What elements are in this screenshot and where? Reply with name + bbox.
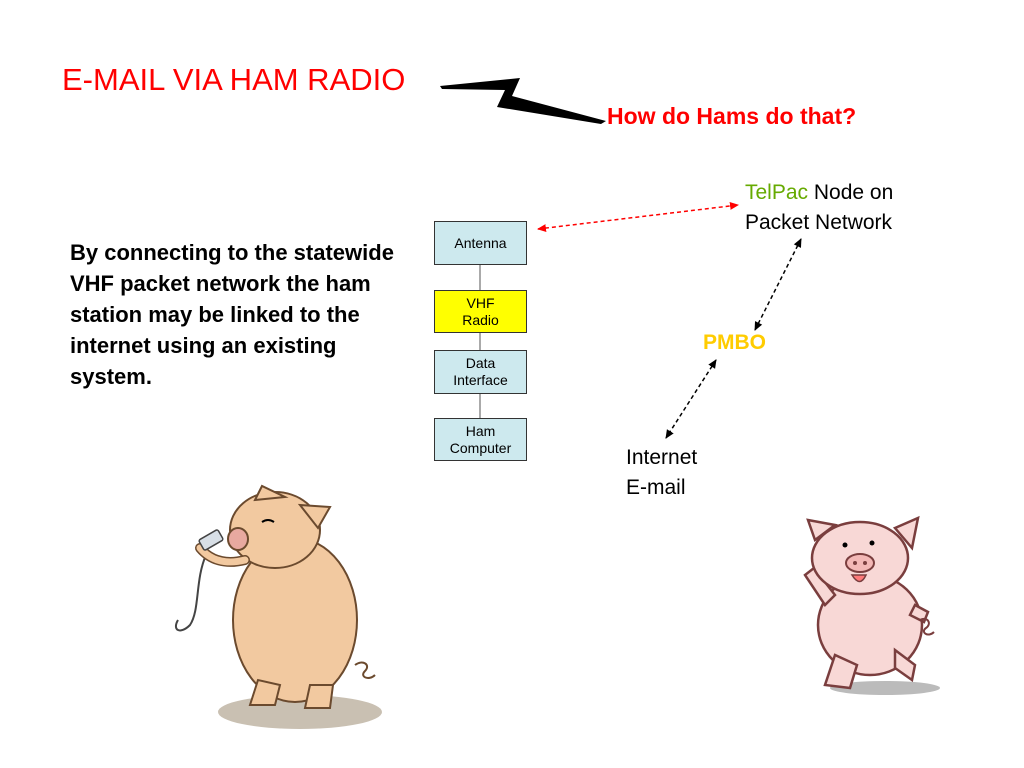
ham-computer-box: Ham Computer xyxy=(434,418,527,461)
slide-title: E-MAIL VIA HAM RADIO xyxy=(62,62,406,97)
data-interface-box: Data Interface xyxy=(434,350,527,394)
antenna-box: Antenna xyxy=(434,221,527,265)
vhf-radio-label-line1: VHF xyxy=(466,294,495,311)
ham-computer-label-line2: Computer xyxy=(449,439,512,456)
ham-computer-label-line1: Ham xyxy=(465,422,496,439)
pmbo-label: PMBO xyxy=(703,331,766,354)
vhf-radio-label-line2: Radio xyxy=(462,311,499,328)
telpac-rest: Node on xyxy=(813,181,894,204)
antenna-telpac-link xyxy=(537,201,739,233)
vhf-radio-box: VHF Radio xyxy=(434,290,527,333)
slide-subtitle: How do Hams do that? xyxy=(607,103,857,129)
antenna-label: Antenna xyxy=(454,234,507,251)
telpac-node-label: TelPac Node on Packet Network xyxy=(745,178,893,238)
telpac-name: TelPac xyxy=(745,181,809,204)
data-interface-label-line2: Interface xyxy=(453,372,508,388)
lightning-bolt xyxy=(440,78,606,124)
body-paragraph: By connecting to the statewide VHF packe… xyxy=(70,240,394,389)
internet-line1: Internet xyxy=(626,446,698,469)
internet-email-label: Internet E-mail xyxy=(626,443,697,503)
telpac-pmbo-link xyxy=(754,238,802,331)
telpac-line2: Packet Network xyxy=(745,211,893,234)
internet-line2: E-mail xyxy=(626,476,686,499)
data-interface-label-line1: Data xyxy=(465,355,496,371)
pmbo-internet-link xyxy=(665,359,717,439)
dancing-pig-cartoon xyxy=(803,515,940,695)
pig-with-plug-cartoon xyxy=(174,484,382,729)
